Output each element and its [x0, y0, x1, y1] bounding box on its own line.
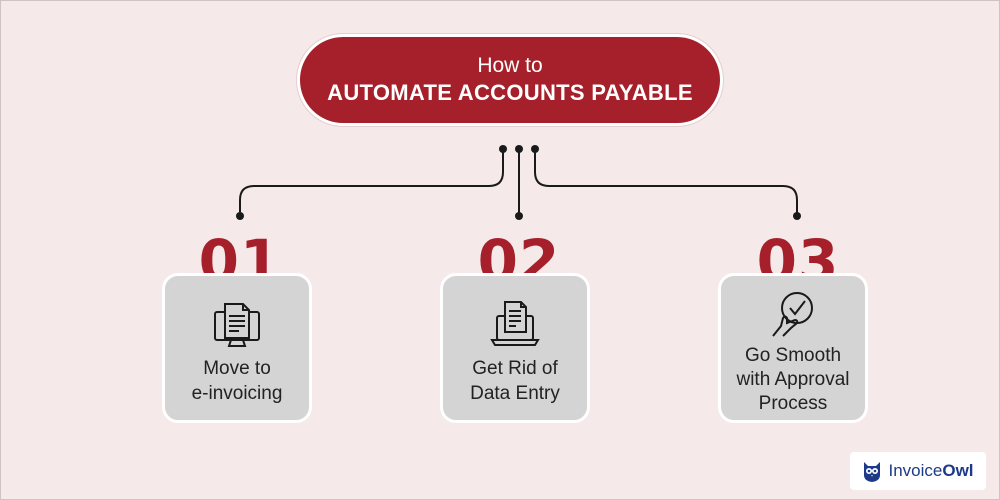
step-card-2: Get Rid of Data Entry: [440, 273, 590, 423]
connector-dot: [515, 145, 523, 153]
connector-left: [239, 149, 504, 216]
brand-name: InvoiceOwl: [888, 461, 974, 480]
connector-dot: [793, 212, 801, 220]
owl-logo-icon: [864, 462, 881, 482]
step-card-1: Move to e-invoicing: [162, 273, 312, 423]
connector-dot: [236, 212, 244, 220]
brand-logo: InvoiceOwl: [850, 452, 986, 490]
step-text-2: Get Rid of Data Entry: [470, 358, 560, 404]
connector-right: [534, 149, 798, 216]
monitor-document-icon: [214, 303, 260, 347]
connector-dot: [499, 145, 507, 153]
laptop-document-icon: [490, 301, 540, 346]
connector-dot: [531, 145, 539, 153]
title-line-1: How to: [477, 54, 543, 77]
step-text-3: Go Smooth with Approval Process: [736, 345, 850, 414]
step-card-3: Go Smooth with Approval Process: [718, 273, 868, 423]
title-banner: How to AUTOMATE ACCOUNTS PAYABLE: [297, 34, 723, 126]
hand-checkmark-icon: [772, 292, 813, 337]
connector-dot: [515, 212, 523, 220]
step-text-1: Move to e-invoicing: [191, 358, 283, 404]
title-line-2: AUTOMATE ACCOUNTS PAYABLE: [327, 80, 693, 105]
